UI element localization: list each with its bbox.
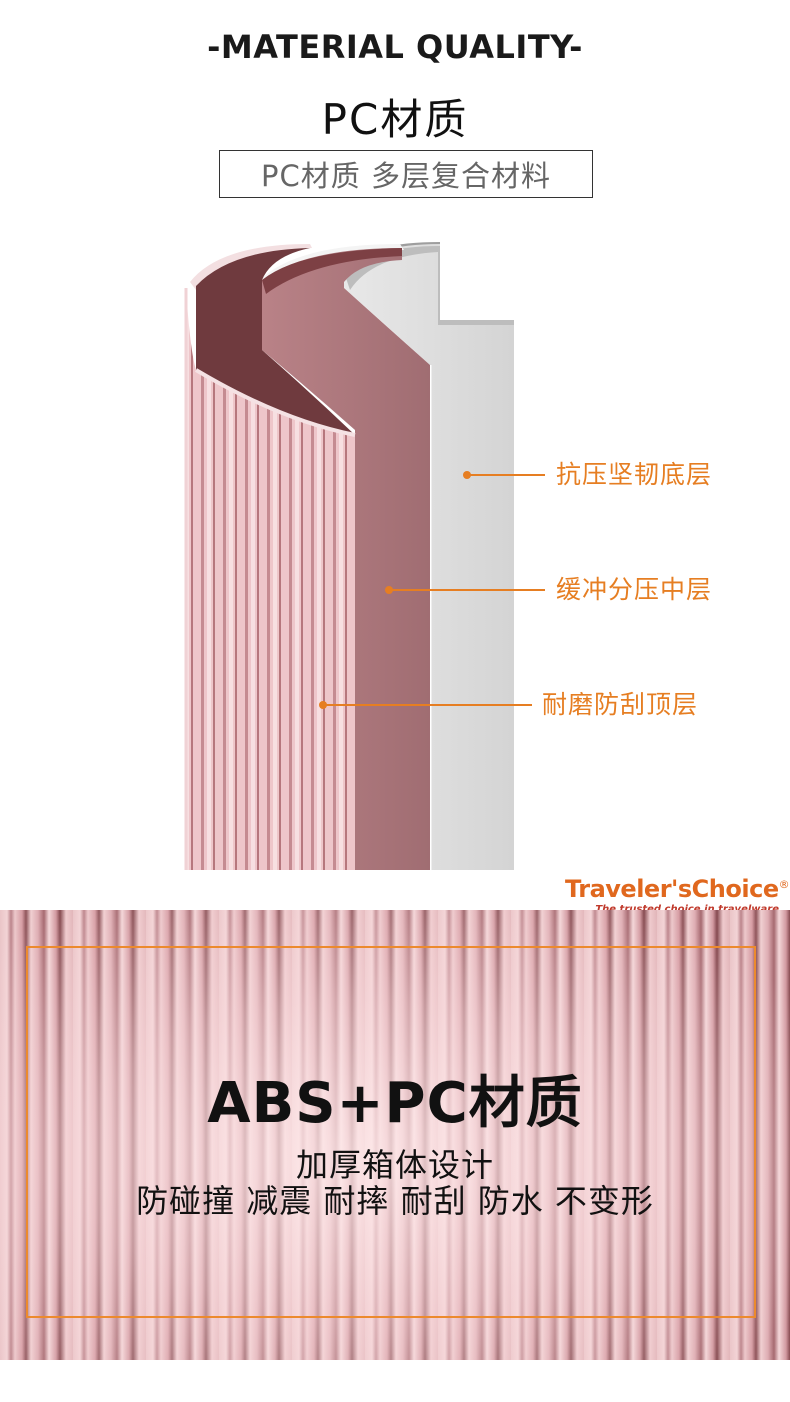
middle-layer-body xyxy=(262,248,430,870)
registered-mark: ® xyxy=(778,878,790,891)
outer-shell-inner-face xyxy=(196,248,355,435)
feature-line-1: 加厚箱体设计 xyxy=(295,1146,494,1184)
page-title: PC材质 xyxy=(321,95,469,144)
subtitle-text: PC材质 多层复合材料 xyxy=(261,159,551,193)
callout-label-middle-layer: 缓冲分压中层 xyxy=(556,575,713,604)
subtitle-box: PC材质 多层复合材料 xyxy=(219,150,593,198)
outer-shell-ribs xyxy=(186,288,355,870)
brand-name: Traveler'sChoice® xyxy=(565,870,790,904)
feature-line-2: 防碰撞 减震 耐摔 耐刮 防水 不变形 xyxy=(136,1182,654,1220)
brand-name-part1: Traveler's xyxy=(565,875,692,903)
eyebrow-heading: -MATERIAL QUALITY- xyxy=(207,28,583,66)
brand-name-part2: Choice xyxy=(691,875,779,903)
feature-frame xyxy=(26,946,756,1318)
brand-tagline: The trusted choice in travelware xyxy=(565,904,785,916)
callout-label-top-layer: 耐磨防刮顶层 xyxy=(542,690,699,719)
feature-title: ABS+PC材质 xyxy=(207,1071,583,1136)
brand-logo: Traveler'sChoice® The trusted choice in … xyxy=(565,870,790,916)
texture-highlight xyxy=(0,910,790,1360)
inner-layer-body xyxy=(344,244,514,870)
material-layers-illustration xyxy=(184,242,545,870)
callout-label-bottom-layer: 抗压坚韧底层 xyxy=(556,460,713,489)
